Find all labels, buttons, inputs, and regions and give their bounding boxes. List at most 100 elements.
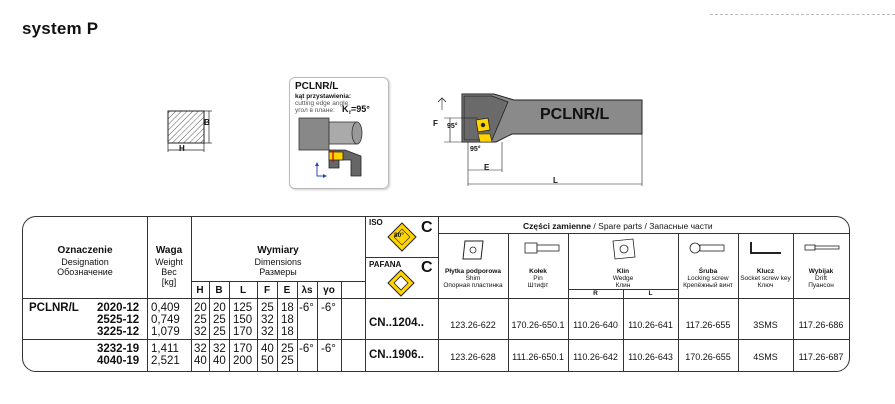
- row-f: 25: [261, 302, 274, 314]
- pin-ru: Штифт: [527, 282, 549, 289]
- row-f: 50: [261, 355, 274, 367]
- pafana-letter: C: [421, 259, 433, 276]
- spare-parts-en: Spare parts: [598, 221, 643, 231]
- callout-angle-pl: kąt przystawienia:: [295, 93, 351, 100]
- group1-screw: 117.26-655: [685, 320, 731, 330]
- group2-insert: CN..1906..: [369, 349, 424, 361]
- row-f: 32: [261, 314, 274, 326]
- row-h: 25: [194, 314, 207, 326]
- part-pin-label: Kołek Pin Штифт: [508, 268, 568, 289]
- dim-h-label: H: [179, 144, 185, 153]
- group1-shim: 123.26-622: [450, 320, 496, 330]
- col-l: L: [239, 285, 247, 296]
- dimensions-ru: Размеры: [259, 267, 297, 277]
- row-l: 200: [233, 355, 253, 367]
- catalog-table: Oznaczenie Designation Обозначение Waga …: [22, 216, 850, 372]
- pin-pl: Kołek: [529, 268, 547, 275]
- row-h: 32: [194, 326, 207, 338]
- callout-angle-sub: r: [349, 110, 352, 116]
- drift-pl: Wybijak: [808, 268, 834, 275]
- row-code: 3232-19: [97, 343, 140, 355]
- dimensions-pl: Wymiary: [257, 245, 299, 256]
- iso-label: ISO: [369, 218, 383, 227]
- screw-icon: [689, 242, 725, 254]
- row-e: 18: [281, 302, 294, 314]
- callout-tool-drawing: [298, 117, 363, 178]
- group1-drift: 117.26-686: [798, 320, 844, 330]
- col-b: B: [215, 285, 223, 296]
- spare-parts-ru: Запасные части: [649, 221, 713, 231]
- shim-icon: [462, 240, 484, 260]
- group1-pin: 170.26-650.1: [511, 320, 565, 330]
- row-e: 18: [281, 326, 294, 338]
- row-f: 32: [261, 326, 274, 338]
- group2-wedge-r: 110.26-642: [573, 352, 618, 362]
- dimensions-en: Dimensions: [254, 257, 302, 267]
- shim-ru: Опорная пластинка: [443, 282, 503, 289]
- row-weight: 2,521: [151, 355, 180, 367]
- part-key-label: Klucz Socket screw key Ключ: [738, 268, 793, 289]
- group1-wedge-l: 110.26-641: [628, 320, 673, 330]
- spare-parts-pl: Części zamienne: [523, 221, 592, 231]
- group2-lambda: -6°: [299, 343, 314, 355]
- row-h: 40: [194, 355, 207, 367]
- group2-gamma: -6°: [321, 343, 336, 355]
- screw-ru: Крепёжный винт: [683, 282, 733, 289]
- key-pl: Klucz: [756, 268, 775, 275]
- row-l: 170: [233, 326, 253, 338]
- group2-drift: 117.26-687: [798, 352, 844, 362]
- weight-en: Weight: [155, 257, 183, 267]
- row-weight: 1,079: [151, 326, 180, 338]
- callout-angle-en: cutting edge angle:: [295, 100, 350, 107]
- row-b: 25: [213, 326, 226, 338]
- angle-top-label: 95°: [447, 123, 458, 130]
- key-icon: [750, 242, 781, 254]
- row-b: 20: [213, 302, 226, 314]
- wedge-icon: [612, 238, 636, 260]
- shank-section-drawing: [167, 110, 212, 152]
- row-weight: 0,409: [151, 302, 180, 314]
- group1-wedge-r: 110.26-640: [573, 320, 618, 330]
- wedge-en: Wedge: [612, 275, 634, 282]
- group2-pin: 111.26-650.1: [512, 352, 564, 362]
- row-e: 25: [281, 355, 294, 367]
- dim-b-label: B: [204, 118, 210, 127]
- weight-pl: Waga: [155, 245, 183, 256]
- group1-gamma: -6°: [321, 302, 336, 314]
- group1-key: 3SMS: [753, 320, 778, 330]
- holder-label: PCLNR/L: [540, 106, 610, 123]
- shim-en: Shim: [465, 275, 481, 282]
- screw-pl: Śruba: [698, 268, 718, 275]
- group2-shim: 123.26-628: [450, 352, 496, 362]
- row-weight: 0,749: [151, 314, 180, 326]
- row-code: 2020-12: [97, 302, 140, 314]
- pin-icon: [524, 242, 560, 254]
- dim-e-label: E: [484, 163, 490, 172]
- col-h: H: [196, 285, 204, 296]
- insert-callout: PCLNR/L kąt przystawienia: cutting edge …: [289, 77, 389, 189]
- pin-en: Pin: [533, 275, 543, 282]
- row-e: 25: [281, 343, 294, 355]
- wedge-ru: Клин: [615, 282, 631, 289]
- drift-ru: Пуансон: [808, 282, 834, 289]
- wedge-r-label: R: [593, 290, 598, 297]
- part-drift-label: Wybijak Drift Пуансон: [793, 268, 849, 289]
- iso-insert-icon: [387, 222, 417, 252]
- row-h: 32: [194, 343, 207, 355]
- page-title: system P: [22, 19, 99, 38]
- pafana-insert-icon: [387, 269, 415, 297]
- row-code: 4040-19: [97, 355, 140, 367]
- designation-en: Designation: [61, 257, 109, 267]
- row-b: 40: [213, 355, 226, 367]
- designation-pl: Oznaczenie: [57, 245, 113, 256]
- screw-en: Locking screw: [687, 275, 729, 282]
- group2-wedge-l: 110.26-643: [628, 352, 673, 362]
- col-lambda: λs: [301, 285, 313, 296]
- row-l: 125: [233, 302, 253, 314]
- weight-unit: [kg]: [161, 277, 177, 287]
- group1-prefix: PCLNR/L: [29, 302, 79, 314]
- row-l: 170: [233, 343, 253, 355]
- spare-parts-sep2: /: [644, 221, 647, 231]
- row-f: 40: [261, 343, 274, 355]
- col-gamma: γo: [323, 285, 335, 296]
